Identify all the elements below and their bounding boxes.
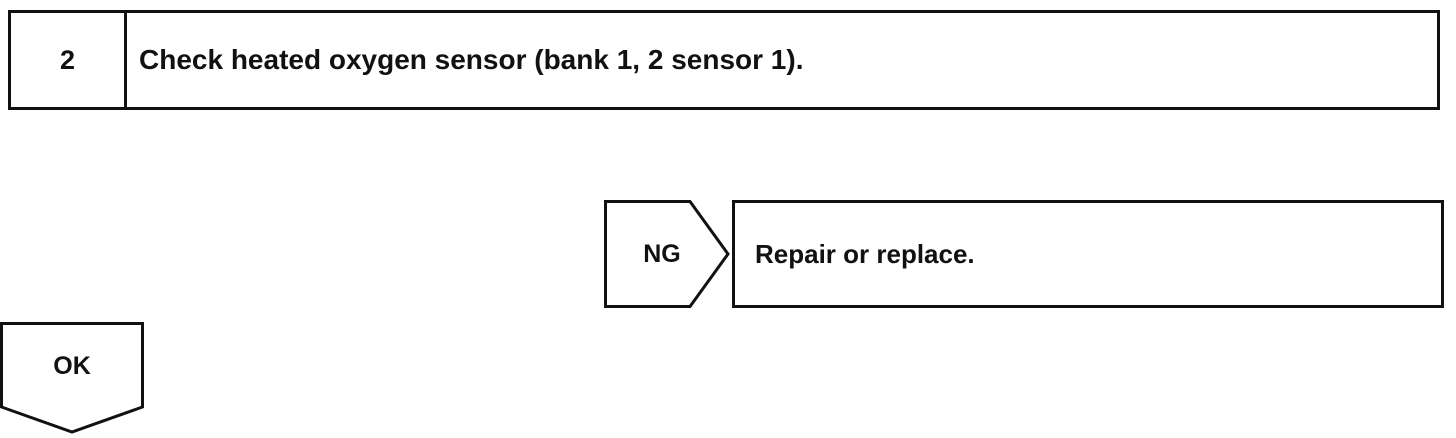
ok-arrow-shape: [0, 322, 144, 434]
step-number: 2: [11, 13, 127, 107]
step-box: 2 Check heated oxygen sensor (bank 1, 2 …: [8, 10, 1440, 110]
ng-action-text: Repair or replace.: [755, 238, 975, 269]
ng-action-box: Repair or replace.: [732, 200, 1444, 308]
ok-arrow: OK: [0, 322, 144, 434]
ng-label: NG: [643, 239, 681, 268]
ng-arrow-shape: [604, 200, 730, 308]
ng-arrow: NG: [604, 200, 730, 308]
ok-label: OK: [53, 351, 91, 380]
step-title: Check heated oxygen sensor (bank 1, 2 se…: [139, 44, 804, 75]
